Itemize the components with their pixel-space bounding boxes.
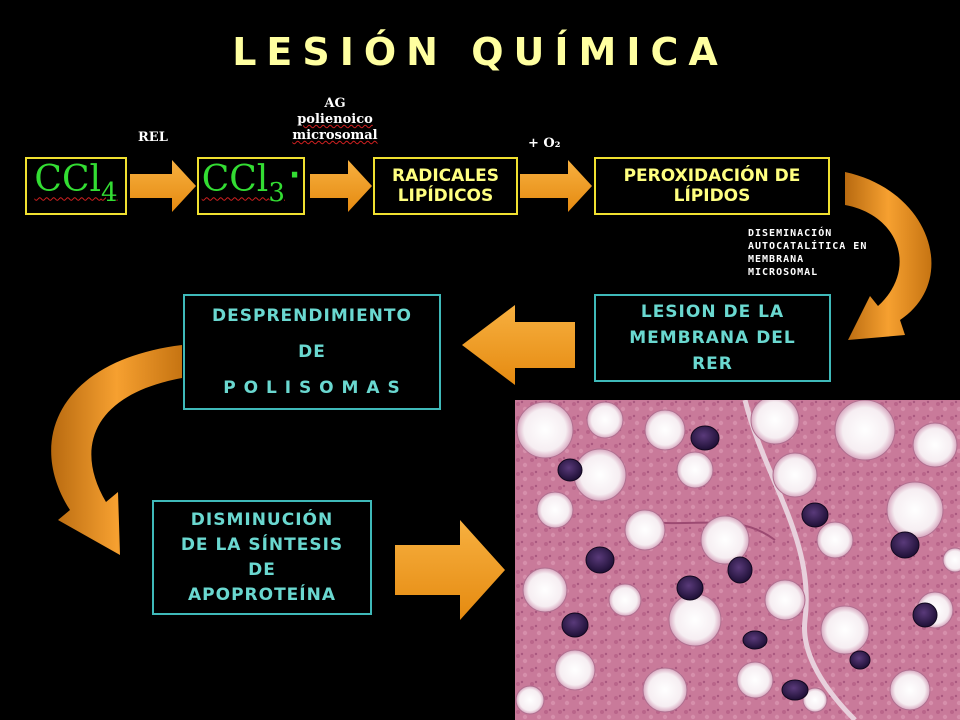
diseminacion-line-2: AUTOCATALÍTICA EN bbox=[748, 241, 868, 252]
diseminacion-line-3: MEMBRANA bbox=[748, 254, 805, 265]
lesion-box: LESION DE LA MEMBRANA DEL RER bbox=[594, 294, 831, 382]
radical-dot: · bbox=[288, 158, 301, 193]
peroxidacion-box: PEROXIDACIÓN DE LÍPIDOS bbox=[594, 157, 830, 215]
curved-arrow-right bbox=[845, 172, 932, 340]
ccl3-formula: CCl3 bbox=[201, 158, 285, 208]
diseminacion-line-1: DISEMINACIÓN bbox=[748, 228, 833, 239]
ccl4-box: CCl4 bbox=[25, 157, 127, 215]
peroxidacion-line-2: LÍPIDOS bbox=[673, 186, 751, 206]
peroxidacion-line-1: PEROXIDACIÓN DE bbox=[623, 166, 801, 186]
ccl4-formula: CCl4 bbox=[34, 158, 118, 208]
disminucion-line-4: APOPROTEÍNA bbox=[188, 584, 336, 605]
disminucion-line-3: DE bbox=[248, 559, 276, 580]
radicales-line-2: LIPÍDICOS bbox=[397, 186, 494, 206]
lesion-line-3: RER bbox=[692, 354, 733, 374]
arrow-radicales-peroxidacion bbox=[520, 160, 592, 212]
ag-line-1: AG bbox=[324, 96, 346, 111]
curved-arrow-left bbox=[51, 345, 182, 555]
ccl3-box: CCl3· bbox=[197, 157, 305, 215]
arrow-to-micrograph bbox=[395, 520, 505, 620]
arrow-ccl3-radicales bbox=[310, 160, 372, 212]
hepatocyte-steatosis-micrograph bbox=[515, 400, 960, 720]
disminucion-line-2: DE LA SÍNTESIS bbox=[180, 534, 344, 555]
arrow-lesion-desprendimiento bbox=[462, 305, 575, 385]
disminucion-box: DISMINUCIÓN DE LA SÍNTESIS DE APOPROTEÍN… bbox=[152, 500, 372, 615]
radicales-box: RADICALES LIPÍDICOS bbox=[373, 157, 518, 215]
diseminacion-line-4: MICROSOMAL bbox=[748, 267, 819, 278]
desprendimiento-line-3: P O L I S O M A S bbox=[223, 378, 401, 398]
arrow-ccl4-ccl3 bbox=[130, 160, 196, 212]
o2-label: + O₂ bbox=[528, 136, 561, 151]
rel-label: REL bbox=[138, 130, 168, 145]
desprendimiento-line-2: DE bbox=[298, 342, 326, 362]
ag-line-3: microsomal bbox=[292, 128, 378, 143]
radicales-line-1: RADICALES bbox=[391, 166, 499, 186]
lesion-line-2: MEMBRANA DEL bbox=[629, 328, 796, 348]
desprendimiento-box: DESPRENDIMIENTO DE P O L I S O M A S bbox=[183, 294, 441, 410]
disminucion-line-1: DISMINUCIÓN bbox=[190, 509, 334, 530]
lesion-line-1: LESION DE LA bbox=[640, 302, 785, 322]
slide-title: LESIÓN QUÍMICA bbox=[232, 30, 728, 74]
ag-line-2: polienoico bbox=[297, 112, 373, 127]
diseminacion-label: DISEMINACIÓN AUTOCATALÍTICA EN MEMBRANA … bbox=[748, 227, 867, 279]
ag-label: AG polienoico microsomal bbox=[282, 96, 388, 144]
desprendimiento-line-1: DESPRENDIMIENTO bbox=[212, 306, 412, 326]
micrograph-image bbox=[515, 400, 960, 720]
